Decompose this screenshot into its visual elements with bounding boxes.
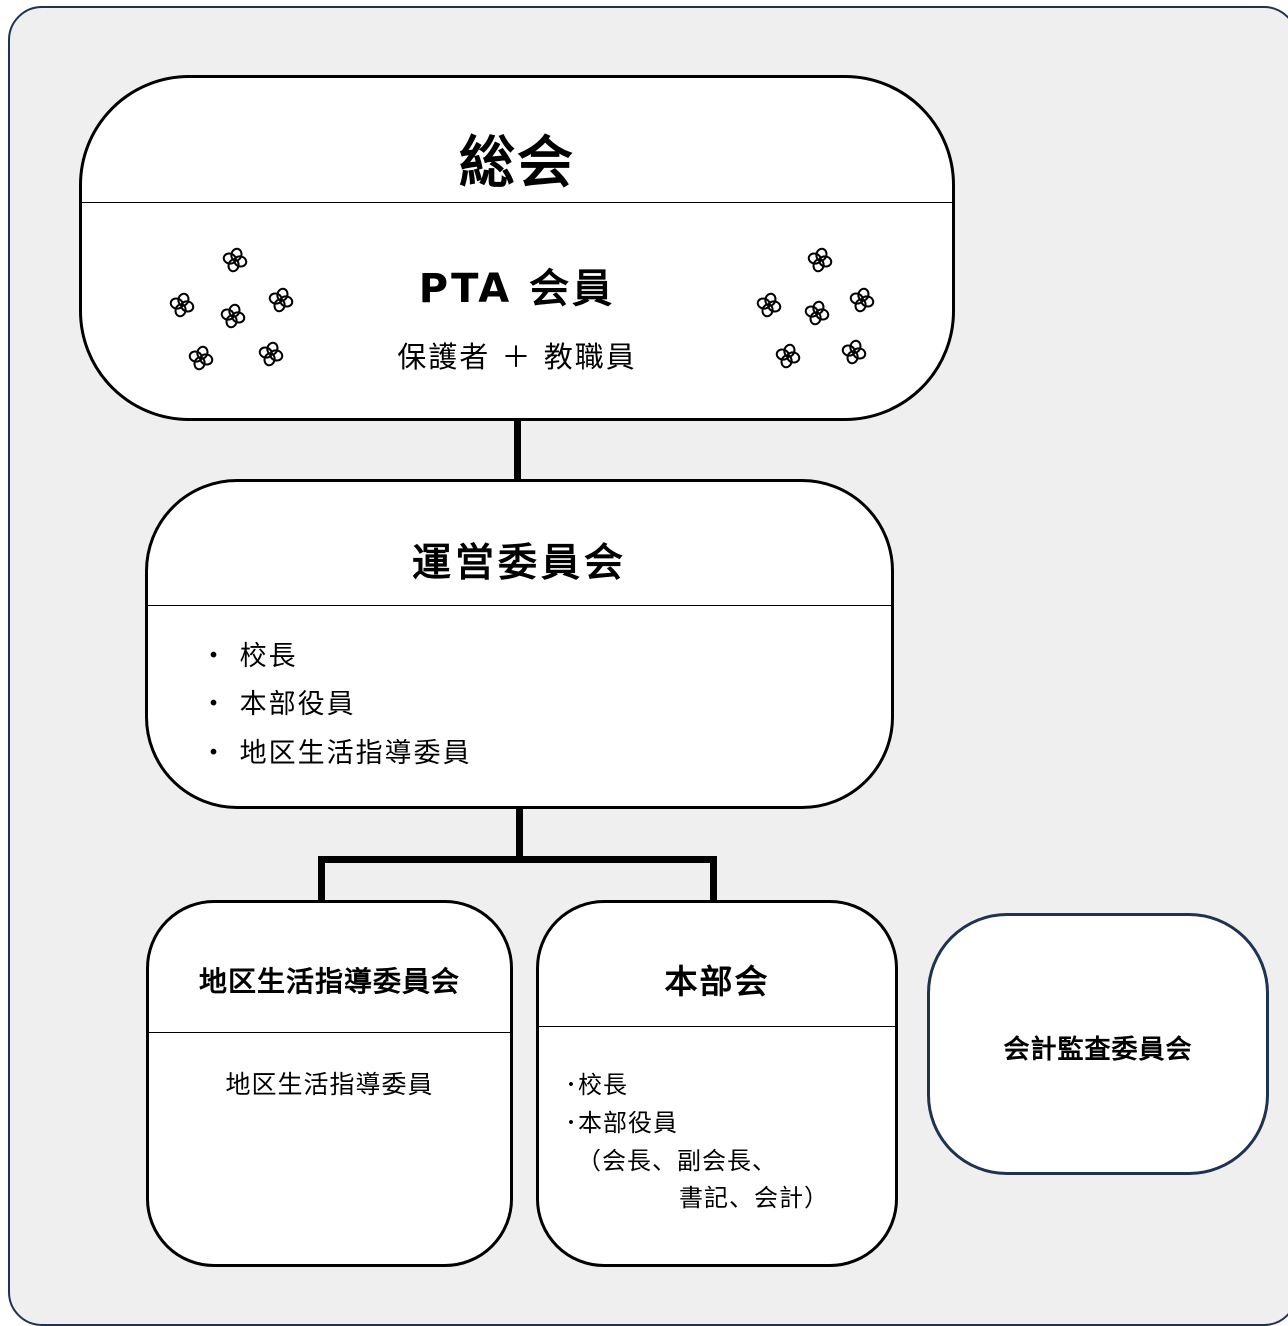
audit-committee-box: 会計監査委員会 <box>927 913 1269 1175</box>
flower-icon <box>187 344 215 372</box>
flower-icon <box>221 246 249 274</box>
connector-steering-down <box>516 808 523 860</box>
district-committee-divider <box>149 1032 510 1033</box>
steering-committee-box: 運営委員会 ・ 校長 ・ 本部役員 ・ 地区生活指導委員 <box>145 479 894 809</box>
steering-committee-title: 運営委員会 <box>411 541 627 586</box>
pta-members-subtitle: 保護者 ＋ 教職員 <box>397 340 637 374</box>
flower-icon <box>774 342 802 370</box>
headquarters-box: 本部会 ･校長 ･本部役員 （会長、副会長、 書記、会計） <box>536 900 898 1267</box>
general-assembly-title: 総会 <box>459 131 575 196</box>
audit-committee-title: 会計監査委員会 <box>1003 1035 1193 1065</box>
steering-member-item: ・ 本部役員 <box>200 689 356 720</box>
general-assembly-box: 総会 PTA 会員 保護者 ＋ 教職員 <box>79 75 955 421</box>
headquarters-member-item: ･校長 <box>565 1071 628 1099</box>
flower-icon <box>257 340 285 368</box>
flower-icon <box>755 291 783 319</box>
flower-icon <box>267 286 295 314</box>
district-committee-box: 地区生活指導委員会 地区生活指導委員 <box>146 900 513 1267</box>
headquarters-member-item: ･本部役員 <box>565 1109 678 1137</box>
steering-member-item: ・ 地区生活指導委員 <box>200 738 472 769</box>
connector-to-district-committee <box>318 856 325 902</box>
flower-icon <box>806 246 834 274</box>
flower-icon <box>848 286 876 314</box>
flower-icon <box>803 299 831 327</box>
flower-icon <box>168 291 196 319</box>
general-assembly-divider <box>82 202 952 203</box>
steering-committee-divider <box>148 605 891 606</box>
headquarters-member-item: 書記、会計） <box>679 1184 829 1212</box>
connector-assembly-to-steering <box>514 419 521 481</box>
headquarters-title: 本部会 <box>664 962 770 1001</box>
district-committee-title: 地区生活指導委員会 <box>198 965 460 998</box>
connector-to-headquarters <box>710 856 717 902</box>
flower-icon <box>219 302 247 330</box>
district-committee-member: 地区生活指導委員 <box>225 1070 434 1099</box>
flower-icon <box>840 338 868 366</box>
headquarters-divider <box>539 1026 895 1027</box>
pta-members-title: PTA 会員 <box>418 266 616 312</box>
connector-horizontal-branch <box>318 856 717 863</box>
steering-member-item: ・ 校長 <box>200 641 298 672</box>
headquarters-member-item: （会長、副会長、 <box>577 1147 777 1175</box>
